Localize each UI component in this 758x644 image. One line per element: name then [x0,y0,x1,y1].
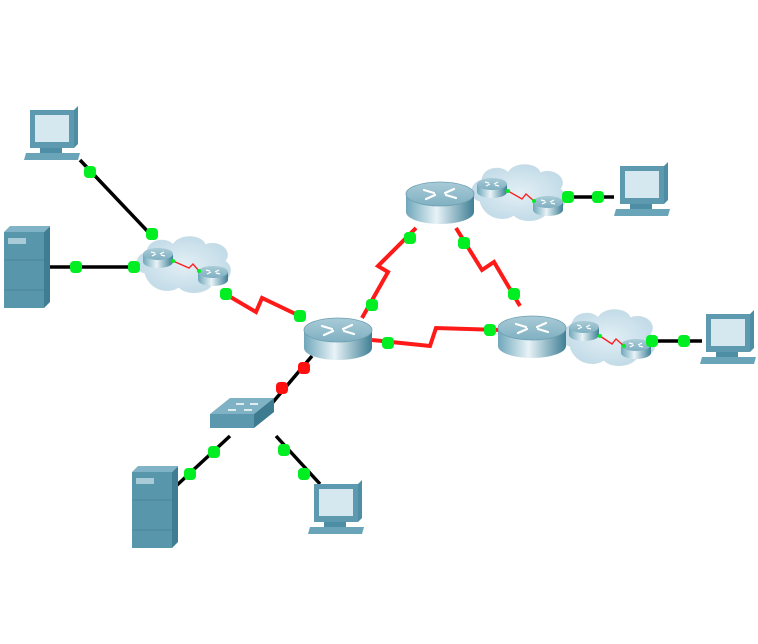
server-bottom-icon[interactable] [131,465,179,549]
port-indicator-server-left-cloud-left-b [128,261,140,273]
port-indicator-router-top-router-right-b [508,288,520,300]
cloud-top-right-router-b-icon [532,195,564,217]
router-center-icon[interactable] [302,316,374,362]
router-top-icon[interactable] [404,180,476,226]
server-left-icon[interactable] [3,225,51,309]
port-indicator-cloud-top-right-pc-top-right-b [592,191,604,203]
port-indicator-switch-server-bottom-a [208,446,220,458]
cloud-right[interactable] [561,309,656,367]
pc-bottom-icon[interactable] [308,480,364,534]
port-indicator-router-center-switch-b [276,382,288,394]
cloud-right-router-a-icon [568,320,600,342]
cloud-left[interactable] [136,236,231,294]
port-indicator-cloud-top-right-pc-top-right-a [562,191,574,203]
link-switch-server-bottom[interactable] [174,434,232,488]
port-indicator-cloud-right-pc-right-a [646,335,658,347]
pc-right-icon[interactable] [700,310,756,364]
port-indicator-pc-top-left-cloud-left-b [146,228,158,240]
port-indicator-router-center-router-top-b [404,232,416,244]
port-indicator-switch-pc-bottom-a [278,444,290,456]
cloud-top-right-router-a-icon [476,177,508,199]
switch-icon[interactable] [209,397,275,429]
port-indicators [70,166,690,480]
cloud-top-right[interactable] [471,164,566,222]
port-indicator-router-center-router-right-b [484,324,496,336]
link-router-top-router-right[interactable] [454,226,522,308]
port-indicator-router-center-switch-a [298,362,310,374]
pc-top-right-icon[interactable] [614,162,670,216]
cloud-left-router-b-icon [197,265,229,287]
link-cloud-left-router-center[interactable] [220,290,305,320]
port-indicator-router-center-router-top-a [366,299,378,311]
port-indicator-switch-pc-bottom-b [298,468,310,480]
port-indicator-router-top-router-right-a [458,237,470,249]
port-indicator-switch-server-bottom-b [184,468,196,480]
link-router-center-router-top[interactable] [360,226,418,319]
pc-top-left-icon[interactable] [24,106,80,160]
router-right-icon[interactable] [496,314,568,360]
link-switch-pc-bottom[interactable] [274,434,322,486]
cloud-left-router-a-icon [142,247,174,269]
port-indicator-cloud-left-router-center-b [294,310,306,322]
port-indicator-server-left-cloud-left-a [70,261,82,273]
port-indicator-pc-top-left-cloud-left-a [84,166,96,178]
link-router-center-router-right[interactable] [371,325,501,349]
port-indicator-cloud-left-router-center-a [220,288,232,300]
port-indicator-router-center-router-right-a [382,337,394,349]
port-indicator-cloud-right-pc-right-b [678,335,690,347]
